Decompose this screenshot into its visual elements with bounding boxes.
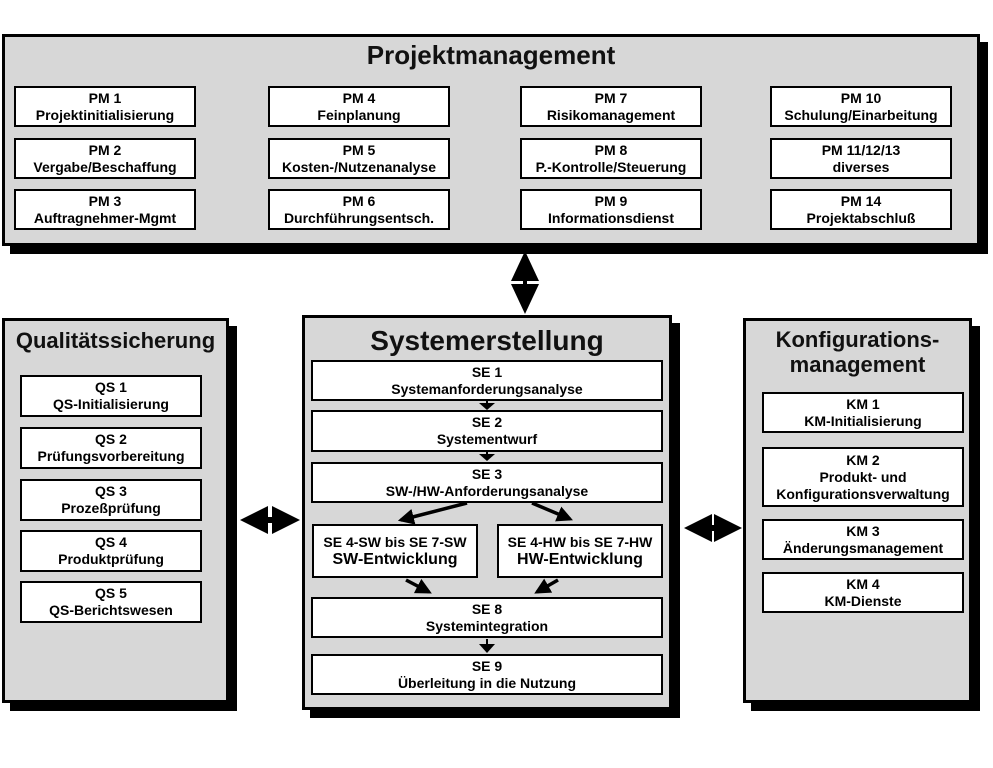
item-label: Produktprüfung [58, 551, 164, 567]
se-item-se9: SE 9 Überleitung in die Nutzung [311, 654, 663, 695]
item-label: Systementwurf [436, 431, 538, 447]
item-code: SE 8 [471, 600, 503, 617]
pm-item-pm5: PM 5 Kosten-/Nutzenanalyse [268, 138, 450, 179]
se-item-se1: SE 1 Systemanforderungsanalyse [311, 360, 663, 401]
item-code: KM 1 [846, 395, 880, 412]
item-code: PM 14 [840, 192, 882, 209]
item-code: QS 1 [95, 379, 127, 395]
item-code: PM 2 [88, 141, 122, 158]
item-label: Vergabe/Beschaffung [33, 158, 177, 175]
item-code: SE 9 [471, 657, 503, 674]
item-label: Systemanforderungsanalyse [391, 380, 583, 397]
item-label: Informationsdienst [547, 209, 674, 226]
km-item-km4: KM 4 KM-Dienste [762, 572, 964, 613]
item-label: Änderungsmanagement [782, 539, 944, 556]
se-panel-title: Systemerstellung [370, 325, 604, 356]
km-panel [743, 318, 972, 703]
km-panel-title-line1: Konfigurations- [775, 327, 940, 352]
se-item-se3: SE 3 SW-/HW-Anforderungsanalyse [311, 462, 663, 503]
item-label: diverses [832, 158, 890, 175]
km-panel-title: Konfigurations- management [743, 327, 972, 377]
km-item-km1: KM 1 KM-Initialisierung [762, 392, 964, 433]
item-code: PM 8 [594, 141, 628, 158]
item-label: HW-Entwicklung [517, 550, 643, 568]
item-label: Auftragnehmer-Mgmt [33, 209, 177, 226]
se-item-se4hw-se7hw: SE 4-HW bis SE 7-HW HW-Entwicklung [497, 524, 663, 578]
item-code: QS 3 [95, 483, 127, 499]
item-label: Prozeßprüfung [61, 500, 161, 516]
pm-item-pm2: PM 2 Vergabe/Beschaffung [14, 138, 196, 179]
item-label: Produkt- und Konfigurationsverwaltung [776, 468, 950, 502]
km-panel-title-line2: management [789, 352, 926, 377]
item-code: SE 3 [471, 465, 503, 482]
item-code: PM 6 [342, 192, 376, 209]
item-label: Projektabschluß [806, 209, 916, 226]
item-code: PM 3 [88, 192, 122, 209]
qs-item-qs3: QS 3 Prozeßprüfung [20, 479, 202, 521]
se-item-se4sw-se7sw: SE 4-SW bis SE 7-SW SW-Entwicklung [312, 524, 478, 578]
item-code: SE 1 [471, 363, 503, 380]
item-code: QS 2 [95, 431, 127, 447]
pm-item-pm10: PM 10 Schulung/Einarbeitung [770, 86, 952, 127]
item-label: Überleitung in die Nutzung [397, 674, 577, 691]
qs-item-qs5: QS 5 QS-Berichtswesen [20, 581, 202, 623]
pm-item-pm1: PM 1 Projektinitialisierung [14, 86, 196, 127]
pm-item-pm11-12-13: PM 11/12/13 diverses [770, 138, 952, 179]
item-label: Durchführungsentsch. [283, 209, 435, 226]
item-code: KM 2 [846, 451, 880, 468]
se-km-connector-arrow [684, 514, 742, 542]
item-code: PM 4 [342, 89, 376, 106]
se-item-se2: SE 2 Systementwurf [311, 410, 663, 452]
item-label: Kosten-/Nutzenanalyse [281, 158, 437, 175]
item-code: KM 4 [846, 575, 880, 592]
pm-item-pm3: PM 3 Auftragnehmer-Mgmt [14, 189, 196, 230]
item-label: P.-Kontrolle/Steuerung [535, 158, 687, 175]
item-code: KM 3 [846, 522, 880, 539]
item-code: QS 4 [95, 534, 127, 550]
item-label: QS-Berichtswesen [49, 602, 173, 618]
item-label: SW-/HW-Anforderungsanalyse [385, 482, 589, 499]
item-label: SW-Entwicklung [332, 550, 458, 568]
pm-item-pm4: PM 4 Feinplanung [268, 86, 450, 127]
pm-item-pm6: PM 6 Durchführungsentsch. [268, 189, 450, 230]
item-code: PM 7 [594, 89, 628, 106]
pm-item-pm8: PM 8 P.-Kontrolle/Steuerung [520, 138, 702, 179]
km-item-km3: KM 3 Änderungsmanagement [762, 519, 964, 560]
item-label: Schulung/Einarbeitung [784, 106, 938, 123]
item-code: SE 4-HW bis SE 7-HW [507, 533, 653, 550]
item-code: SE 2 [471, 414, 503, 430]
qs-item-qs1: QS 1 QS-Initialisierung [20, 375, 202, 417]
item-code: QS 5 [95, 585, 127, 601]
item-code: PM 9 [594, 192, 628, 209]
item-code: PM 10 [840, 89, 882, 106]
qs-panel-title: Qualitätssicherung [15, 328, 216, 353]
item-code: SE 4-SW bis SE 7-SW [323, 533, 467, 550]
item-label: Projektinitialisierung [35, 106, 175, 123]
item-label: Prüfungsvorbereitung [37, 448, 185, 464]
item-label: KM-Dienste [824, 592, 902, 609]
item-label: Feinplanung [317, 106, 401, 123]
item-label: Risikomanagement [546, 106, 676, 123]
pm-item-pm7: PM 7 Risikomanagement [520, 86, 702, 127]
item-code: PM 1 [88, 89, 122, 106]
pm-item-pm14: PM 14 Projektabschluß [770, 189, 952, 230]
pm-panel-title: Projektmanagement [366, 40, 616, 70]
qs-se-connector-arrow [240, 506, 300, 534]
item-code: PM 5 [342, 141, 376, 158]
km-item-km2: KM 2 Produkt- und Konfigurationsverwaltu… [762, 447, 964, 507]
pm-item-pm9: PM 9 Informationsdienst [520, 189, 702, 230]
item-label: Systemintegration [425, 617, 549, 634]
item-label: KM-Initialisierung [804, 412, 922, 429]
se-item-se8: SE 8 Systemintegration [311, 597, 663, 638]
item-code: PM 11/12/13 [821, 141, 901, 158]
item-label: QS-Initialisierung [53, 396, 169, 412]
pm-se-connector-arrow [511, 251, 539, 314]
qs-item-qs2: QS 2 Prüfungsvorbereitung [20, 427, 202, 469]
qs-item-qs4: QS 4 Produktprüfung [20, 530, 202, 572]
